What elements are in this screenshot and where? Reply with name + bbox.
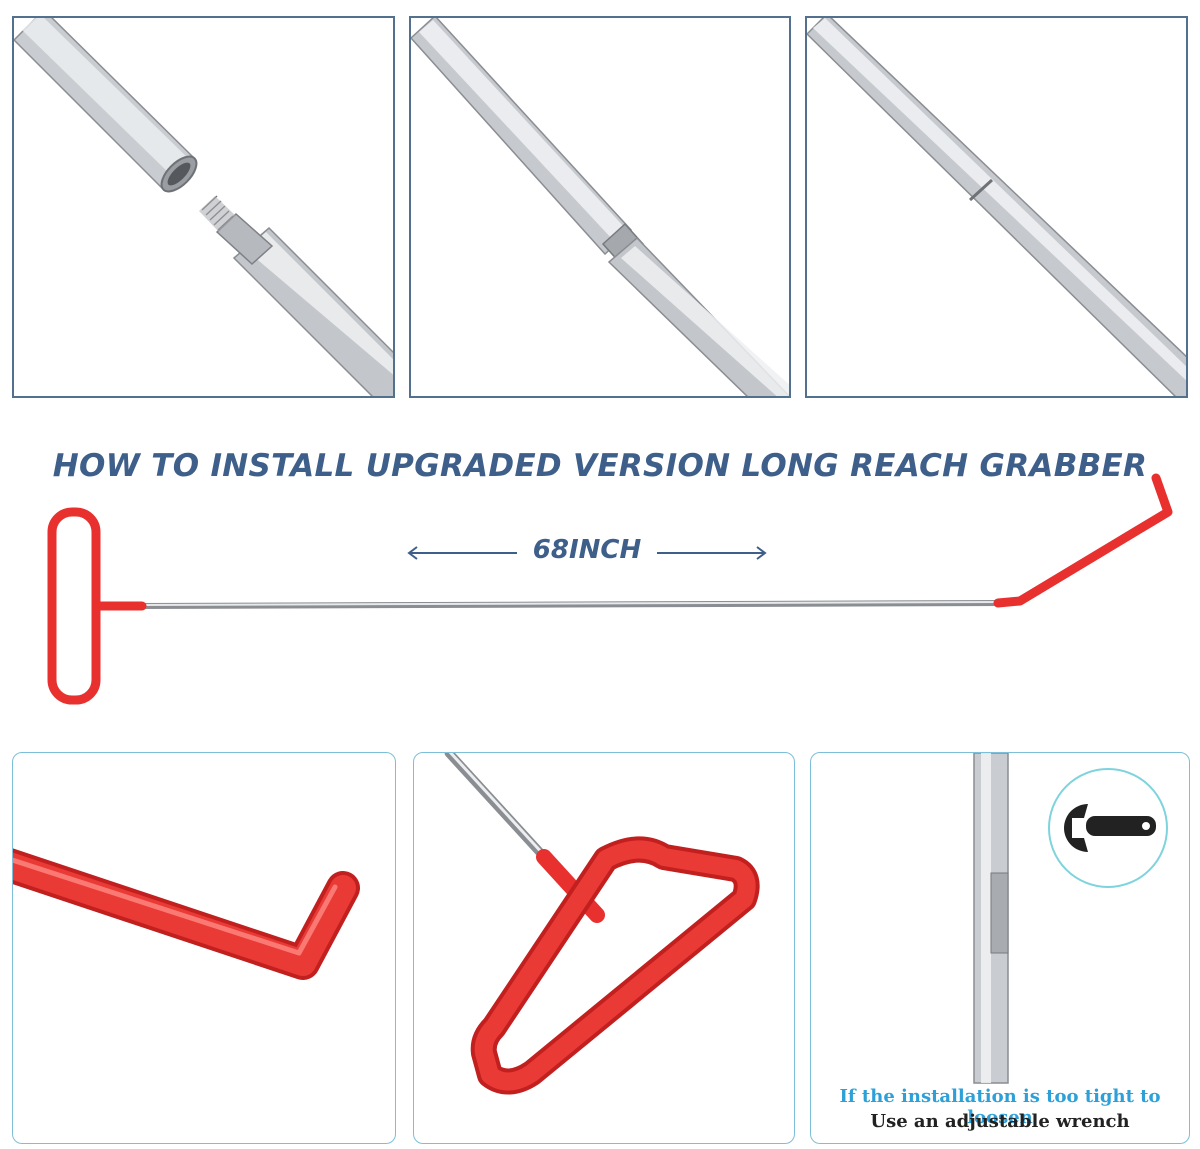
rod-sections-separated-image bbox=[14, 18, 393, 396]
detail-panel-hook bbox=[12, 752, 396, 1144]
length-label: 68INCH bbox=[532, 535, 642, 565]
arrow-right-icon bbox=[657, 546, 767, 560]
step-panel-separated bbox=[12, 16, 395, 398]
rod-sections-joined-image bbox=[807, 18, 1186, 396]
step-panel-joined bbox=[805, 16, 1188, 398]
detail-panel-wrench: If the installation is too tight to loos… bbox=[810, 752, 1190, 1144]
long-reach-grabber-image bbox=[47, 473, 1173, 705]
install-heading: HOW TO INSTALL UPGRADED VERSION LONG REA… bbox=[52, 448, 1148, 484]
detail-panel-handle bbox=[413, 752, 795, 1144]
wrench-icon bbox=[1064, 804, 1156, 852]
tip-line-2: Use an adjustable wrench bbox=[870, 1111, 1130, 1132]
step-panel-screwing bbox=[409, 16, 791, 398]
t-handle-closeup-image bbox=[444, 753, 760, 1095]
tip-line-1: If the installation is too tight to loos… bbox=[839, 1086, 1161, 1128]
hook-end-closeup-image bbox=[13, 848, 360, 980]
rod-sections-screwing-image bbox=[411, 18, 789, 396]
wrench-callout bbox=[1048, 768, 1168, 888]
wrench-flat-closeup-image bbox=[973, 753, 1009, 1084]
length-indicator: 68INCH bbox=[405, 533, 769, 573]
arrow-left-icon bbox=[407, 546, 517, 560]
